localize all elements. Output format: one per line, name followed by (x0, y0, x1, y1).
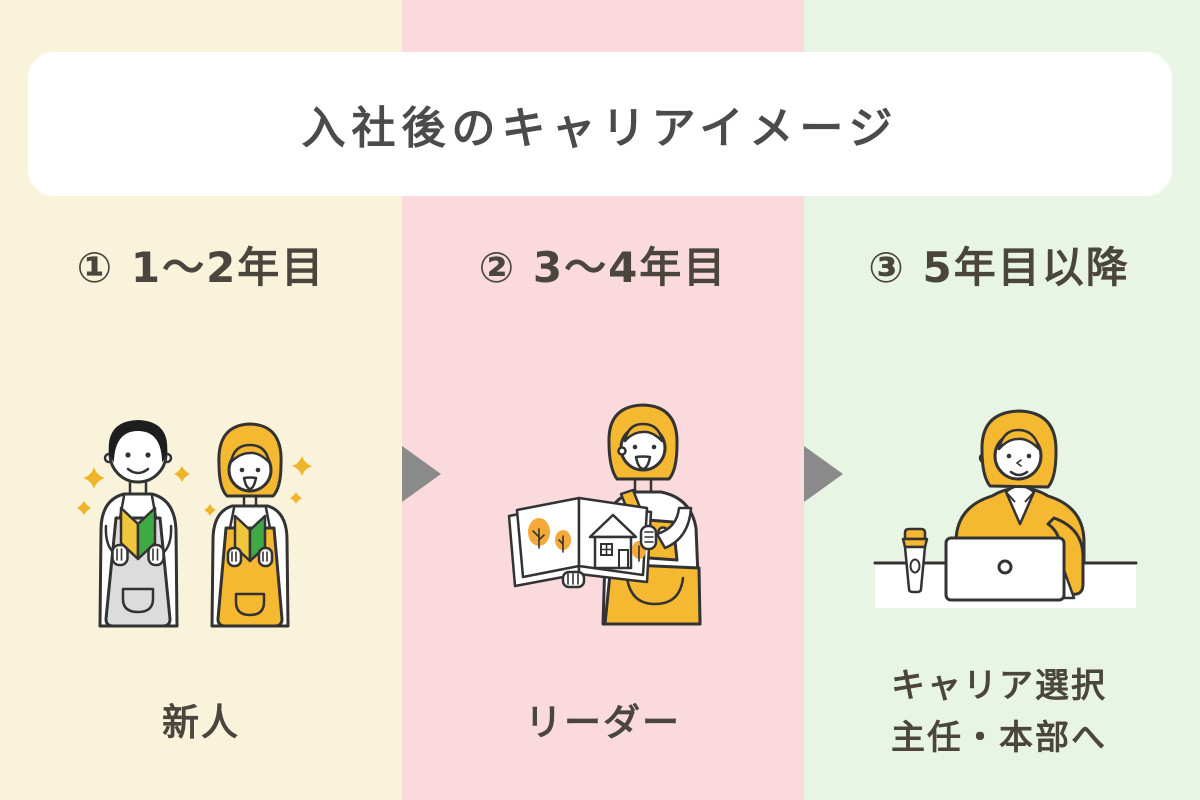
page-title: 入社後のキャリアイメージ (301, 103, 899, 154)
newcomer-woman (210, 422, 290, 628)
arrow-right-icon (804, 446, 843, 502)
title-banner: 入社後のキャリアイメージ (28, 52, 1172, 196)
sparkle-icon (292, 456, 312, 476)
sparkle-icon (174, 466, 190, 482)
picture-book (507, 496, 658, 589)
arrow-right-icon (402, 446, 441, 502)
laptop-illustration (873, 409, 1138, 608)
stage3-label-line2: 主任・本部へ (891, 718, 1107, 758)
newcomer-man (98, 419, 179, 628)
sparkle-icon (204, 504, 216, 516)
coffee-cup-icon (901, 527, 929, 594)
stage3-label-line1: キャリア選択 (891, 666, 1107, 706)
stage3-header: ③ 5年目以降 (868, 243, 1130, 292)
stage1-label: 新人 (162, 701, 240, 744)
stage2-label: リーダー (525, 701, 681, 744)
leader-illustration (507, 403, 702, 626)
stage1-header: ① 1〜2年目 (76, 243, 326, 292)
sparkle-icon (83, 467, 105, 489)
stage2-header: ② 3〜4年目 (478, 243, 728, 292)
sparkle-icon (290, 492, 302, 504)
sparkle-icon (77, 501, 91, 515)
stage3-label: キャリア選択 主任・本部へ (798, 660, 1200, 764)
laptop-icon (944, 536, 1076, 602)
newcomers-illustration (77, 419, 312, 628)
